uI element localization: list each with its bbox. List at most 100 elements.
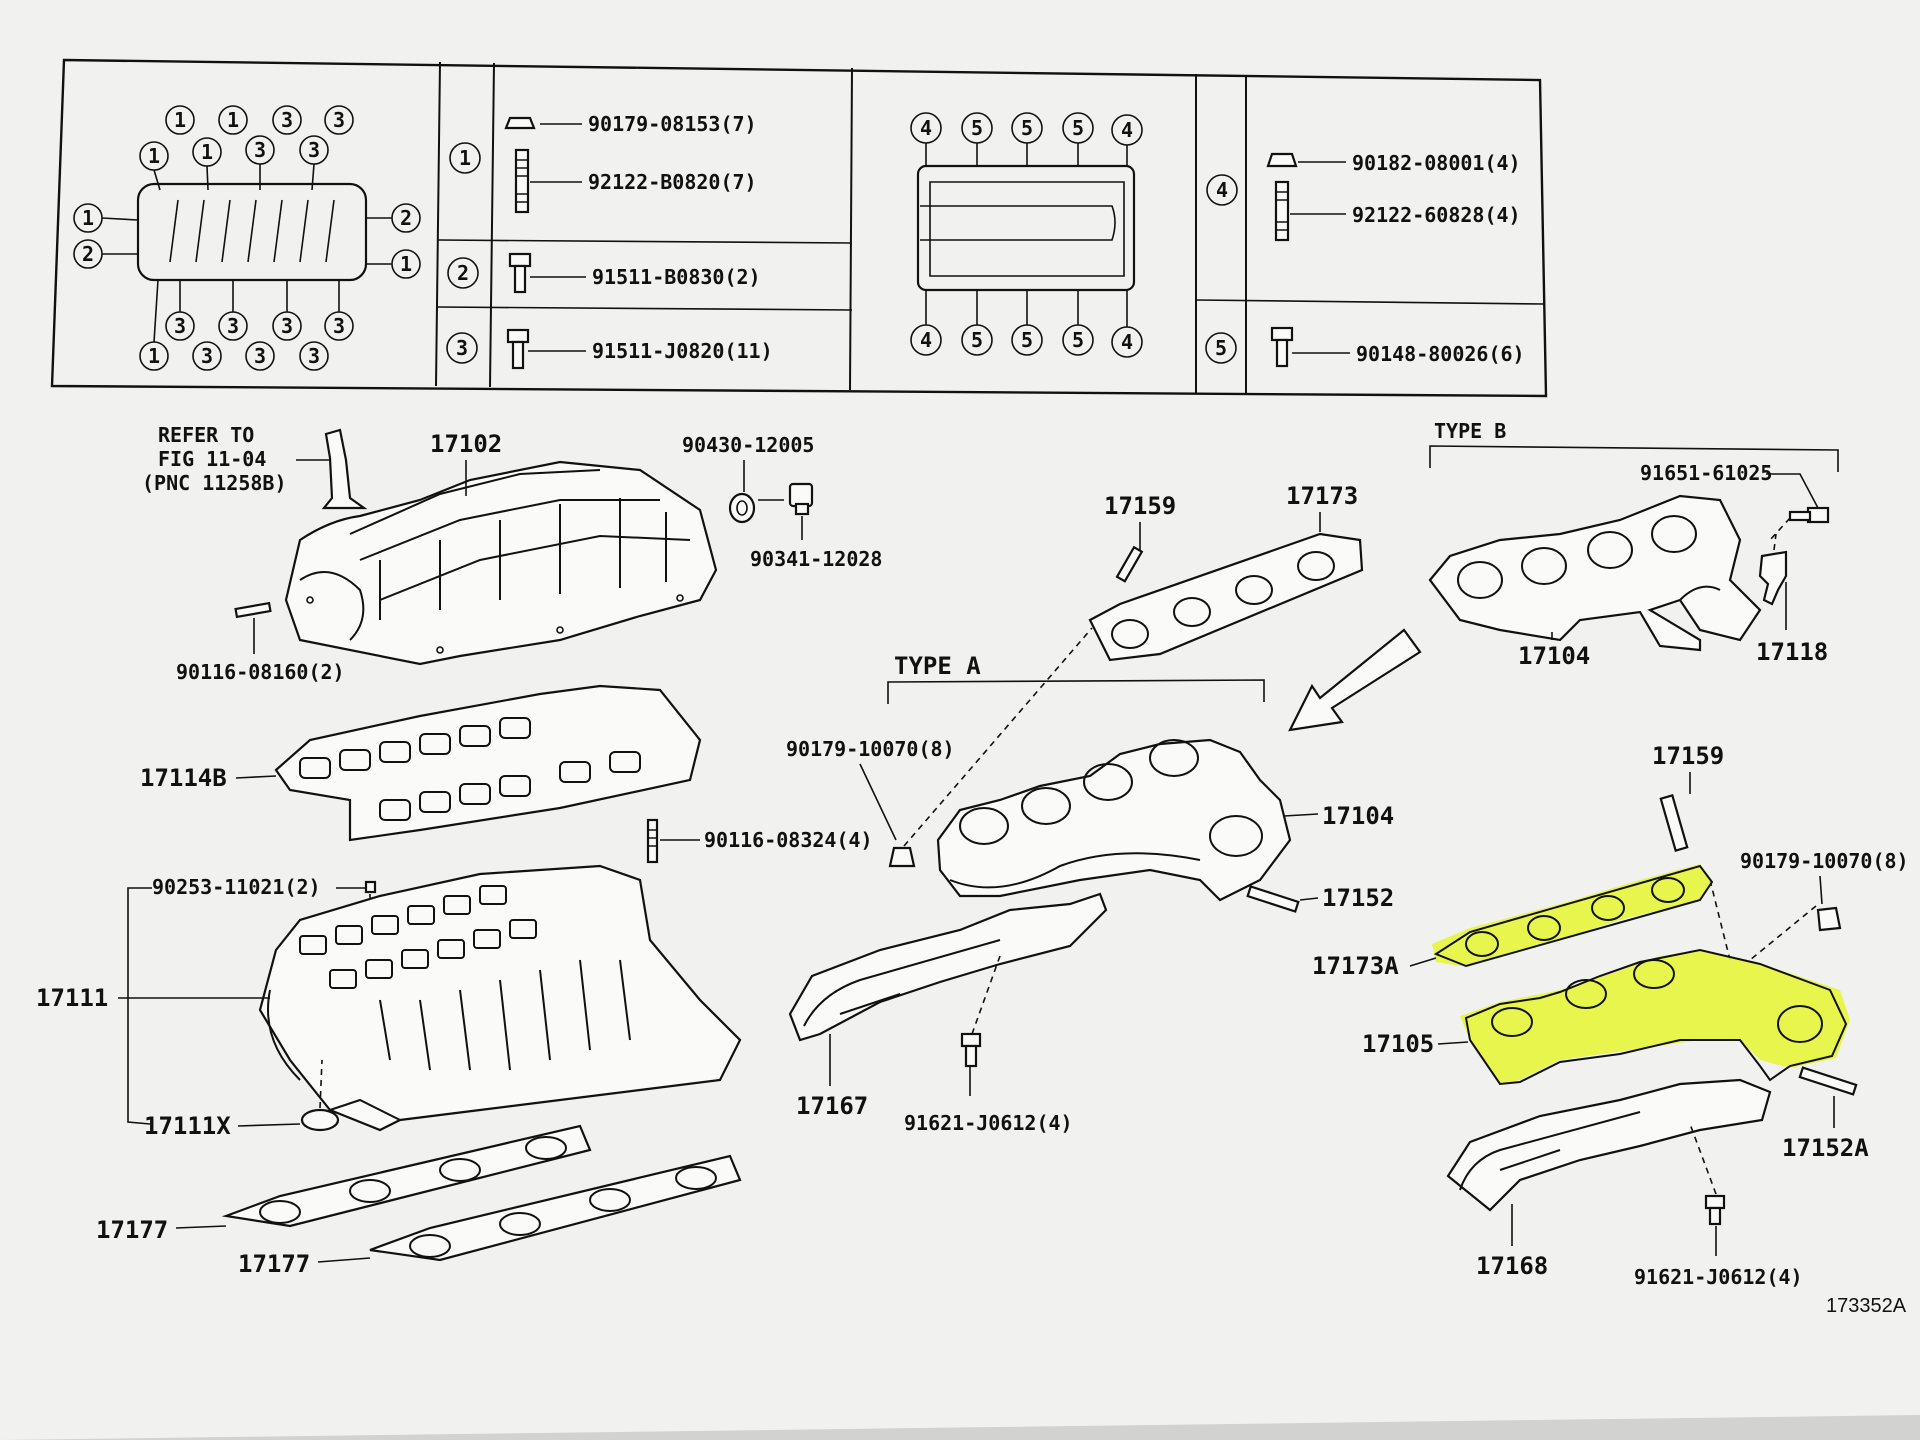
fastener-legend-table: 1 1 3 3 1 1 3 3 1 2 2 1 3 3 3 3 1 3 3 3 xyxy=(50,58,1548,398)
svg-text:3: 3 xyxy=(308,138,320,162)
stud-icon xyxy=(514,148,530,214)
bolt-91621-type-a xyxy=(960,1032,982,1068)
callout-17159-type-a: 17159 xyxy=(1104,492,1176,520)
exhaust-gasket-17173 xyxy=(1088,532,1364,662)
callout-17177-lower: 17177 xyxy=(238,1250,310,1278)
svg-text:3: 3 xyxy=(201,344,213,368)
legend-pn-90179-08153: 90179-08153(7) xyxy=(588,112,757,136)
type-b-label: TYPE B xyxy=(1434,419,1506,443)
svg-text:4: 4 xyxy=(1121,330,1133,354)
exhaust-manifold-17104-type-a xyxy=(936,738,1292,902)
callout-17173A: 17173A xyxy=(1312,952,1399,980)
stud-17159 xyxy=(1115,545,1144,583)
nut-90179-type-a xyxy=(888,846,916,868)
plenum-cover-schematic: 4 5 5 5 4 4 5 5 5 4 xyxy=(910,112,1143,358)
figure-id: 173352A xyxy=(1826,1295,1907,1317)
exhaust-manifold-17105 xyxy=(1464,948,1848,1086)
refer-pnc-label: (PNC 11258B) xyxy=(142,471,287,495)
svg-text:5: 5 xyxy=(971,328,983,352)
legend-pn-92122-60828: 92122-60828(4) xyxy=(1352,203,1521,227)
svg-text:1: 1 xyxy=(82,206,94,230)
callout-17118: 17118 xyxy=(1756,638,1828,666)
svg-text:5: 5 xyxy=(1072,116,1084,140)
svg-text:4: 4 xyxy=(920,328,932,352)
bolt-91621-type-b xyxy=(1704,1194,1726,1226)
svg-text:4: 4 xyxy=(920,116,932,140)
cap-17111X xyxy=(300,1108,340,1132)
callout-17111: 17111 xyxy=(36,984,108,1012)
svg-text:1: 1 xyxy=(148,144,160,168)
callout-17104-type-b: 17104 xyxy=(1518,642,1590,670)
flange-bolt-icon xyxy=(1270,326,1294,368)
callout-17152: 17152 xyxy=(1322,884,1394,912)
legend-circle-5 xyxy=(1205,332,1237,364)
legend-circle-2 xyxy=(447,257,479,289)
svg-text:3: 3 xyxy=(333,108,345,132)
svg-text:3: 3 xyxy=(281,314,293,338)
callout-17114B: 17114B xyxy=(140,764,227,792)
legend-circle-3-label: 3 xyxy=(456,336,468,360)
legend-circle-2-label: 2 xyxy=(457,261,469,285)
legend-circle-4 xyxy=(1206,174,1238,206)
callout-90430-12005: 90430-12005 xyxy=(682,433,814,457)
callout-17105: 17105 xyxy=(1362,1030,1434,1058)
callout-17152A: 17152A xyxy=(1782,1134,1869,1162)
direction-arrow xyxy=(1288,628,1422,732)
legend-circle-5-label: 5 xyxy=(1215,336,1227,360)
callout-90116-08160: 90116-08160(2) xyxy=(176,660,345,684)
plenum-bolt-pattern-schematic: 1 1 3 3 1 1 3 3 1 2 2 1 3 3 3 3 1 3 3 3 xyxy=(73,105,421,371)
bracket-part xyxy=(321,428,368,510)
exhaust-manifold-17104-type-b xyxy=(1428,494,1762,652)
gasket-washer xyxy=(728,492,756,524)
plenum-gasket-17114B xyxy=(274,684,702,842)
callout-90179-10070-type-a: 90179-10070(8) xyxy=(786,737,955,761)
svg-text:3: 3 xyxy=(254,138,266,162)
callout-17159-type-b: 17159 xyxy=(1652,742,1724,770)
callout-91621-J0612-type-b: 91621-J0612(4) xyxy=(1634,1265,1803,1289)
svg-text:1: 1 xyxy=(400,252,412,276)
highlight-marker xyxy=(1432,864,1850,1084)
legend-circle-1 xyxy=(449,142,481,174)
svg-text:3: 3 xyxy=(308,344,320,368)
legend-pn-91511-J0820: 91511-J0820(11) xyxy=(592,339,773,363)
stud-17152 xyxy=(1246,885,1300,913)
flange-bolt-icon xyxy=(508,252,532,294)
stud-90116-08160 xyxy=(234,601,272,619)
legend-pn-90182-08001: 90182-08001(4) xyxy=(1352,151,1521,175)
svg-text:5: 5 xyxy=(1021,328,1033,352)
svg-text:1: 1 xyxy=(201,140,213,164)
svg-text:2: 2 xyxy=(400,206,412,230)
svg-text:3: 3 xyxy=(174,314,186,338)
plug-bolt xyxy=(788,482,814,516)
legend-circle-4-label: 4 xyxy=(1216,178,1228,202)
nut-icon xyxy=(1266,152,1298,168)
legend-pn-90148-80026: 90148-80026(6) xyxy=(1356,342,1525,366)
flange-bolt-icon xyxy=(506,328,530,370)
svg-text:3: 3 xyxy=(254,344,266,368)
svg-text:5: 5 xyxy=(1072,328,1084,352)
type-a-label: TYPE A xyxy=(894,652,981,680)
heat-shield-17168 xyxy=(1446,1078,1772,1212)
legend-circle-3 xyxy=(446,332,478,364)
callout-17104-type-a: 17104 xyxy=(1322,802,1394,830)
svg-text:3: 3 xyxy=(333,314,345,338)
stud-icon xyxy=(1274,180,1290,242)
legend-pn-92122-B0820: 92122-B0820(7) xyxy=(588,170,757,194)
callout-91621-J0612-type-a: 91621-J0612(4) xyxy=(904,1111,1073,1135)
svg-text:4: 4 xyxy=(1121,118,1133,142)
callout-17102: 17102 xyxy=(430,430,502,458)
heat-shield-17167 xyxy=(788,892,1108,1042)
legend-circle-1-label: 1 xyxy=(459,146,471,170)
upper-intake-plenum-17102 xyxy=(284,460,718,666)
callout-17168: 17168 xyxy=(1476,1252,1548,1280)
exhaust-gasket-17173A xyxy=(1433,864,1714,968)
bolt-91651 xyxy=(1788,506,1830,524)
refer-fig-label: FIG 11-04 xyxy=(158,447,266,471)
svg-text:3: 3 xyxy=(281,108,293,132)
nut-icon xyxy=(504,116,536,130)
refer-to-label: REFER TO xyxy=(158,423,254,447)
bolt-circle-marks: 1 1 3 3 1 1 3 3 1 2 2 1 3 3 3 3 1 3 3 3 xyxy=(73,105,421,371)
svg-text:5: 5 xyxy=(971,116,983,140)
callout-17167: 17167 xyxy=(796,1092,868,1120)
